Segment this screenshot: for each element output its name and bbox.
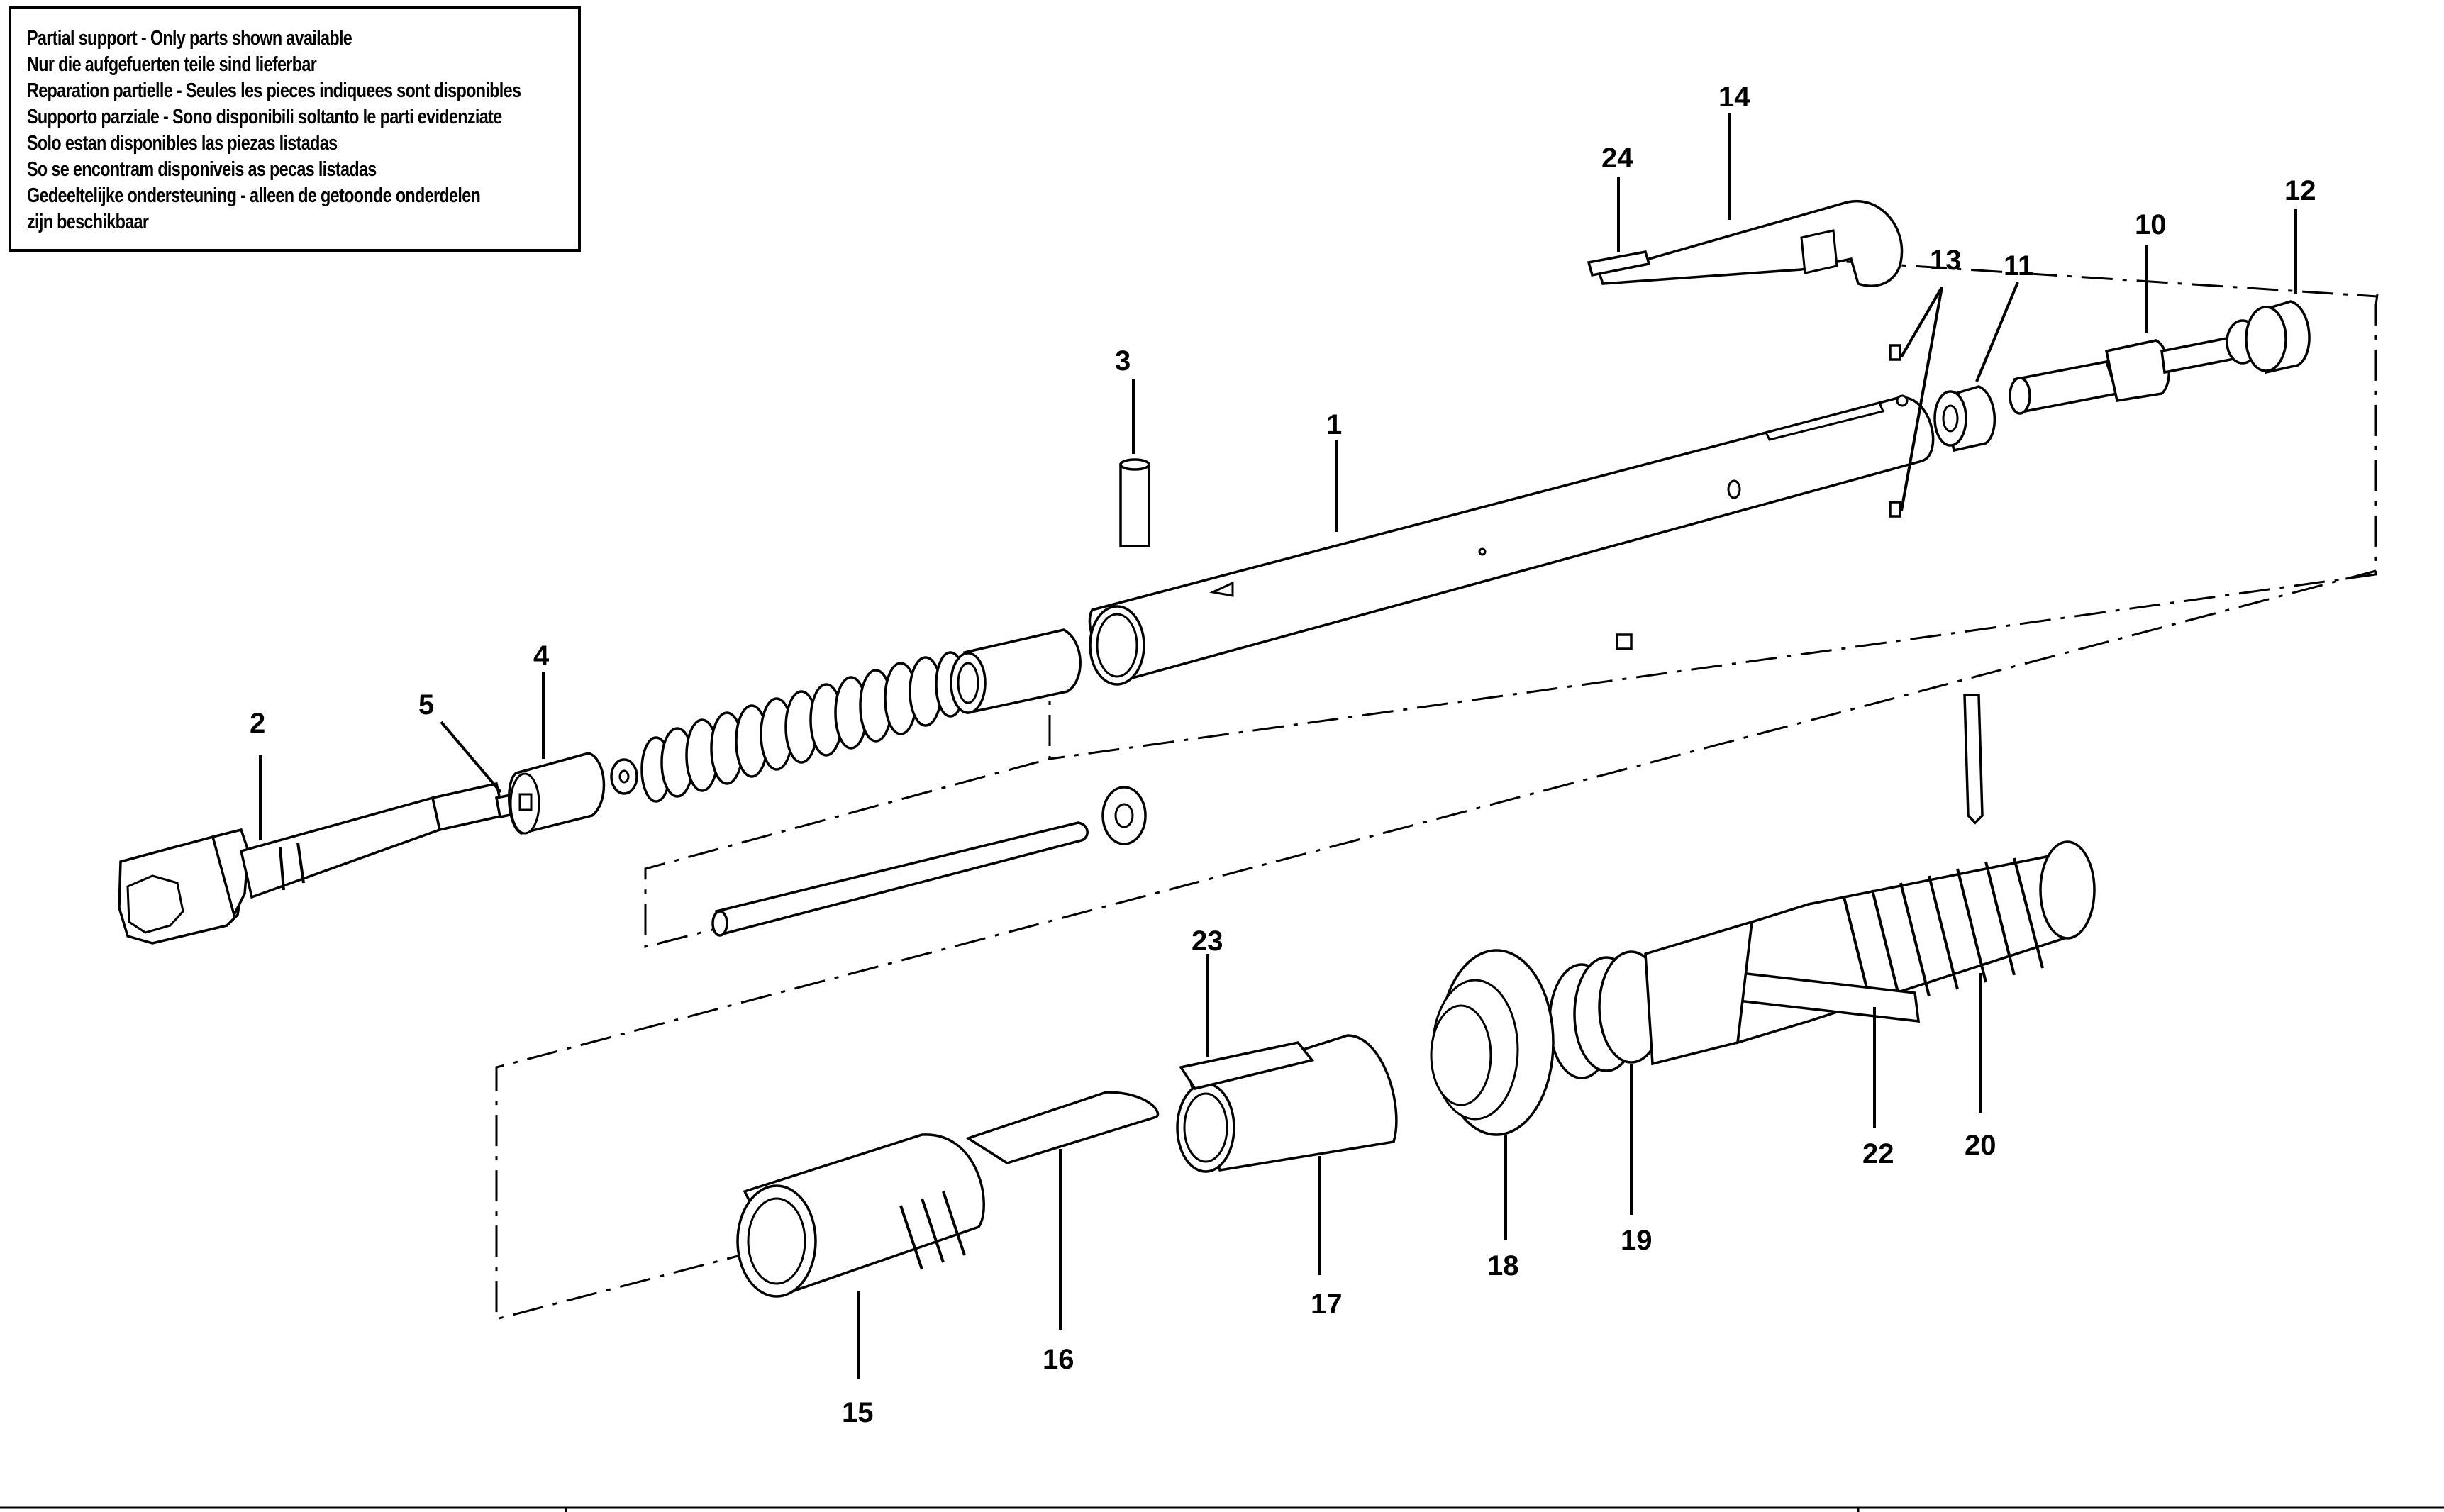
callout-12: 12 [2284,175,2316,206]
callout-23: 23 [1192,925,1223,957]
part-1-main-tube [1088,394,1935,686]
part-15-front-grip [736,1133,985,1298]
notice-line-it: Supporto parziale - Sono disponibili sol… [27,106,502,128]
notice-line-de: Nur die aufgefuerten teile sind lieferba… [27,53,317,76]
callout-10: 10 [2135,209,2167,240]
callout-20: 20 [1965,1130,1996,1161]
part-11-collar [1933,385,1996,452]
part-14-cover [1597,199,1904,287]
push-rod-washer [1101,786,1147,845]
part-19-coil [1548,920,1754,1079]
inner-bush [950,628,1082,715]
callout-11: 11 [2004,250,2033,282]
notice-line-es: Solo estan disponibles las piezas listad… [27,132,338,155]
notice-line-nl: Gedeeltelijke ondersteuning - alleen de … [27,184,481,207]
part-18-locking-ring [1430,949,1555,1136]
callout-13: 13 [1930,245,1962,276]
callout-labels: 2 5 4 3 1 24 14 13 11 10 12 23 17 18 19 … [250,82,2316,1428]
callout-15: 15 [842,1397,874,1428]
part-16-window [965,1091,1160,1164]
callout-4: 4 [533,640,550,672]
spring-stack [640,651,966,803]
callout-24: 24 [1601,143,1633,174]
part-4-sleeve [508,752,638,835]
assembly-axis-lines [495,250,2379,1321]
handle-pin [1963,694,1984,825]
parts-availability-notice: Partial support - Only parts shown avail… [9,6,581,252]
part-3-dowel [1119,458,1150,547]
callout-17: 17 [1311,1289,1343,1320]
part-12-end-cap [2226,300,2311,374]
small-stud [1616,633,1633,650]
leader-lines [259,113,2297,1379]
callout-2: 2 [250,708,265,739]
callout-16: 16 [1043,1344,1074,1375]
notice-line-fr: Reparation partielle - Seules les pieces… [27,79,521,102]
notice-line-en: Partial support - Only parts shown avail… [27,27,352,50]
callout-5: 5 [418,689,434,721]
part-13-pins [1889,344,1901,518]
notice-line-nl-cont: zijn beschikbaar [27,211,149,233]
callout-14: 14 [1718,82,1750,113]
notice-line-pt: So se encontram disponiveis as pecas lis… [27,158,377,181]
callout-18: 18 [1487,1250,1519,1282]
part-10-spindle [2009,335,2240,415]
part-23-scale-plate [1179,1041,1315,1090]
part-24-strip [1587,250,1651,277]
callout-22: 22 [1862,1138,1894,1169]
callout-3: 3 [1115,345,1131,377]
push-rod [711,821,1089,937]
callout-1: 1 [1326,409,1342,440]
part-2-wrench-head [118,782,506,945]
callout-19: 19 [1621,1225,1653,1256]
